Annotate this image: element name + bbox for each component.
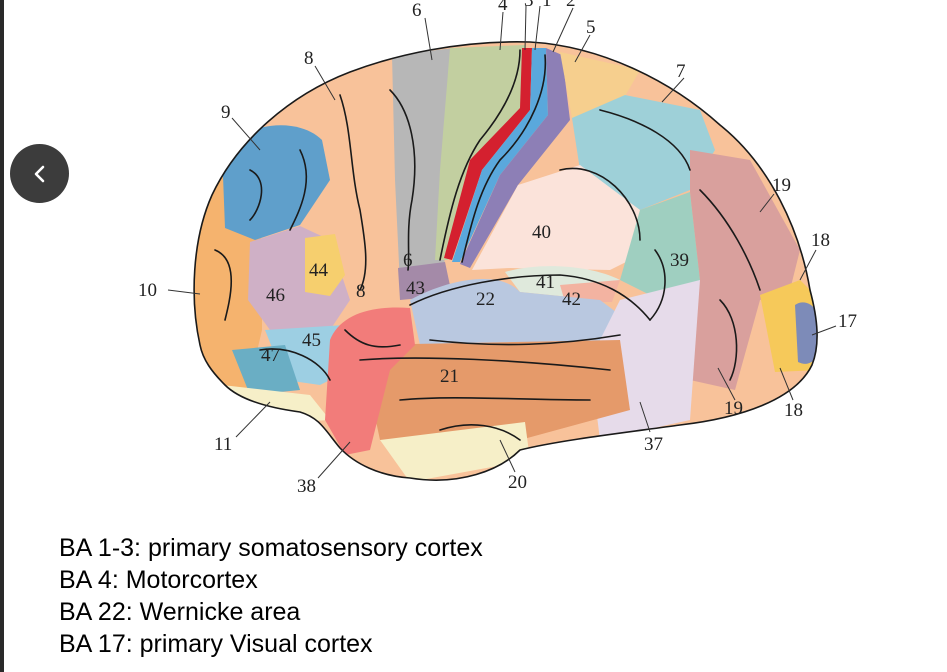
region-ba9 <box>222 125 330 240</box>
label-ba44: 44 <box>309 260 329 281</box>
label-ba11: 11 <box>214 434 232 455</box>
label-ba8-mid: 8 <box>356 281 366 302</box>
area-numbers: 6 4 3 1 2 5 7 8 9 10 11 38 20 37 19 18 1… <box>138 0 857 497</box>
note-visual-cortex: BA 17: primary Visual cortex <box>59 630 373 658</box>
region-ba38 <box>325 307 415 455</box>
label-ba5: 5 <box>586 17 596 38</box>
note-motorcortex: BA 4: Motorcortex <box>59 566 258 594</box>
region-ba4 <box>435 45 525 260</box>
label-ba4: 4 <box>498 0 508 15</box>
label-ba45: 45 <box>302 330 321 351</box>
label-ba21: 21 <box>440 366 459 387</box>
label-ba20: 20 <box>508 472 527 493</box>
label-ba43: 43 <box>406 278 425 299</box>
label-ba3: 3 <box>524 0 534 11</box>
label-ba1: 1 <box>542 0 552 11</box>
label-ba2: 2 <box>566 0 576 11</box>
chevron-left-icon <box>34 165 44 182</box>
label-ba6-top: 6 <box>412 0 422 21</box>
brodmann-areas-diagram: 6 4 3 1 2 5 7 8 9 10 11 38 20 37 19 18 1… <box>138 0 857 497</box>
label-ba8-top: 8 <box>304 48 314 69</box>
region-ba22 <box>410 278 640 350</box>
region-ba19 <box>670 150 800 390</box>
label-ba40: 40 <box>532 222 551 243</box>
label-ba19-top: 19 <box>772 175 791 196</box>
label-ba7: 7 <box>676 61 686 82</box>
region-ba47 <box>232 345 300 395</box>
label-ba42: 42 <box>562 289 581 310</box>
label-ba22: 22 <box>476 289 495 310</box>
label-ba10: 10 <box>138 280 157 301</box>
brain-outline <box>193 41 818 481</box>
label-ba9: 9 <box>221 102 231 123</box>
label-ba47: 47 <box>261 345 280 366</box>
region-ba20 <box>380 422 530 481</box>
region-ba3 <box>444 48 532 260</box>
label-ba41: 41 <box>536 272 555 293</box>
note-wernicke: BA 22: Wernicke area <box>59 598 301 626</box>
back-button[interactable] <box>10 144 69 203</box>
sulci-lines <box>214 49 761 441</box>
label-ba38: 38 <box>297 476 316 497</box>
label-ba18-bottom: 18 <box>784 400 803 421</box>
region-ba40 <box>472 165 650 270</box>
note-somatosensory: BA 1-3: primary somatosensory cortex <box>59 534 483 562</box>
label-ba6-mid: 6 <box>403 250 413 271</box>
region-ba39 <box>620 192 700 300</box>
label-ba18-top: 18 <box>811 230 830 251</box>
label-ba17: 17 <box>838 311 857 332</box>
region-ba44 <box>305 234 345 296</box>
region-ba2 <box>460 48 570 268</box>
label-ba46: 46 <box>266 285 285 306</box>
label-leaders <box>167 5 837 479</box>
label-ba37: 37 <box>644 434 663 455</box>
label-ba39: 39 <box>670 250 689 271</box>
legend-notes: BA 1-3: primary somatosensory cortex BA … <box>59 532 483 660</box>
label-ba19-bottom: 19 <box>724 398 743 419</box>
left-window-edge <box>0 0 4 672</box>
